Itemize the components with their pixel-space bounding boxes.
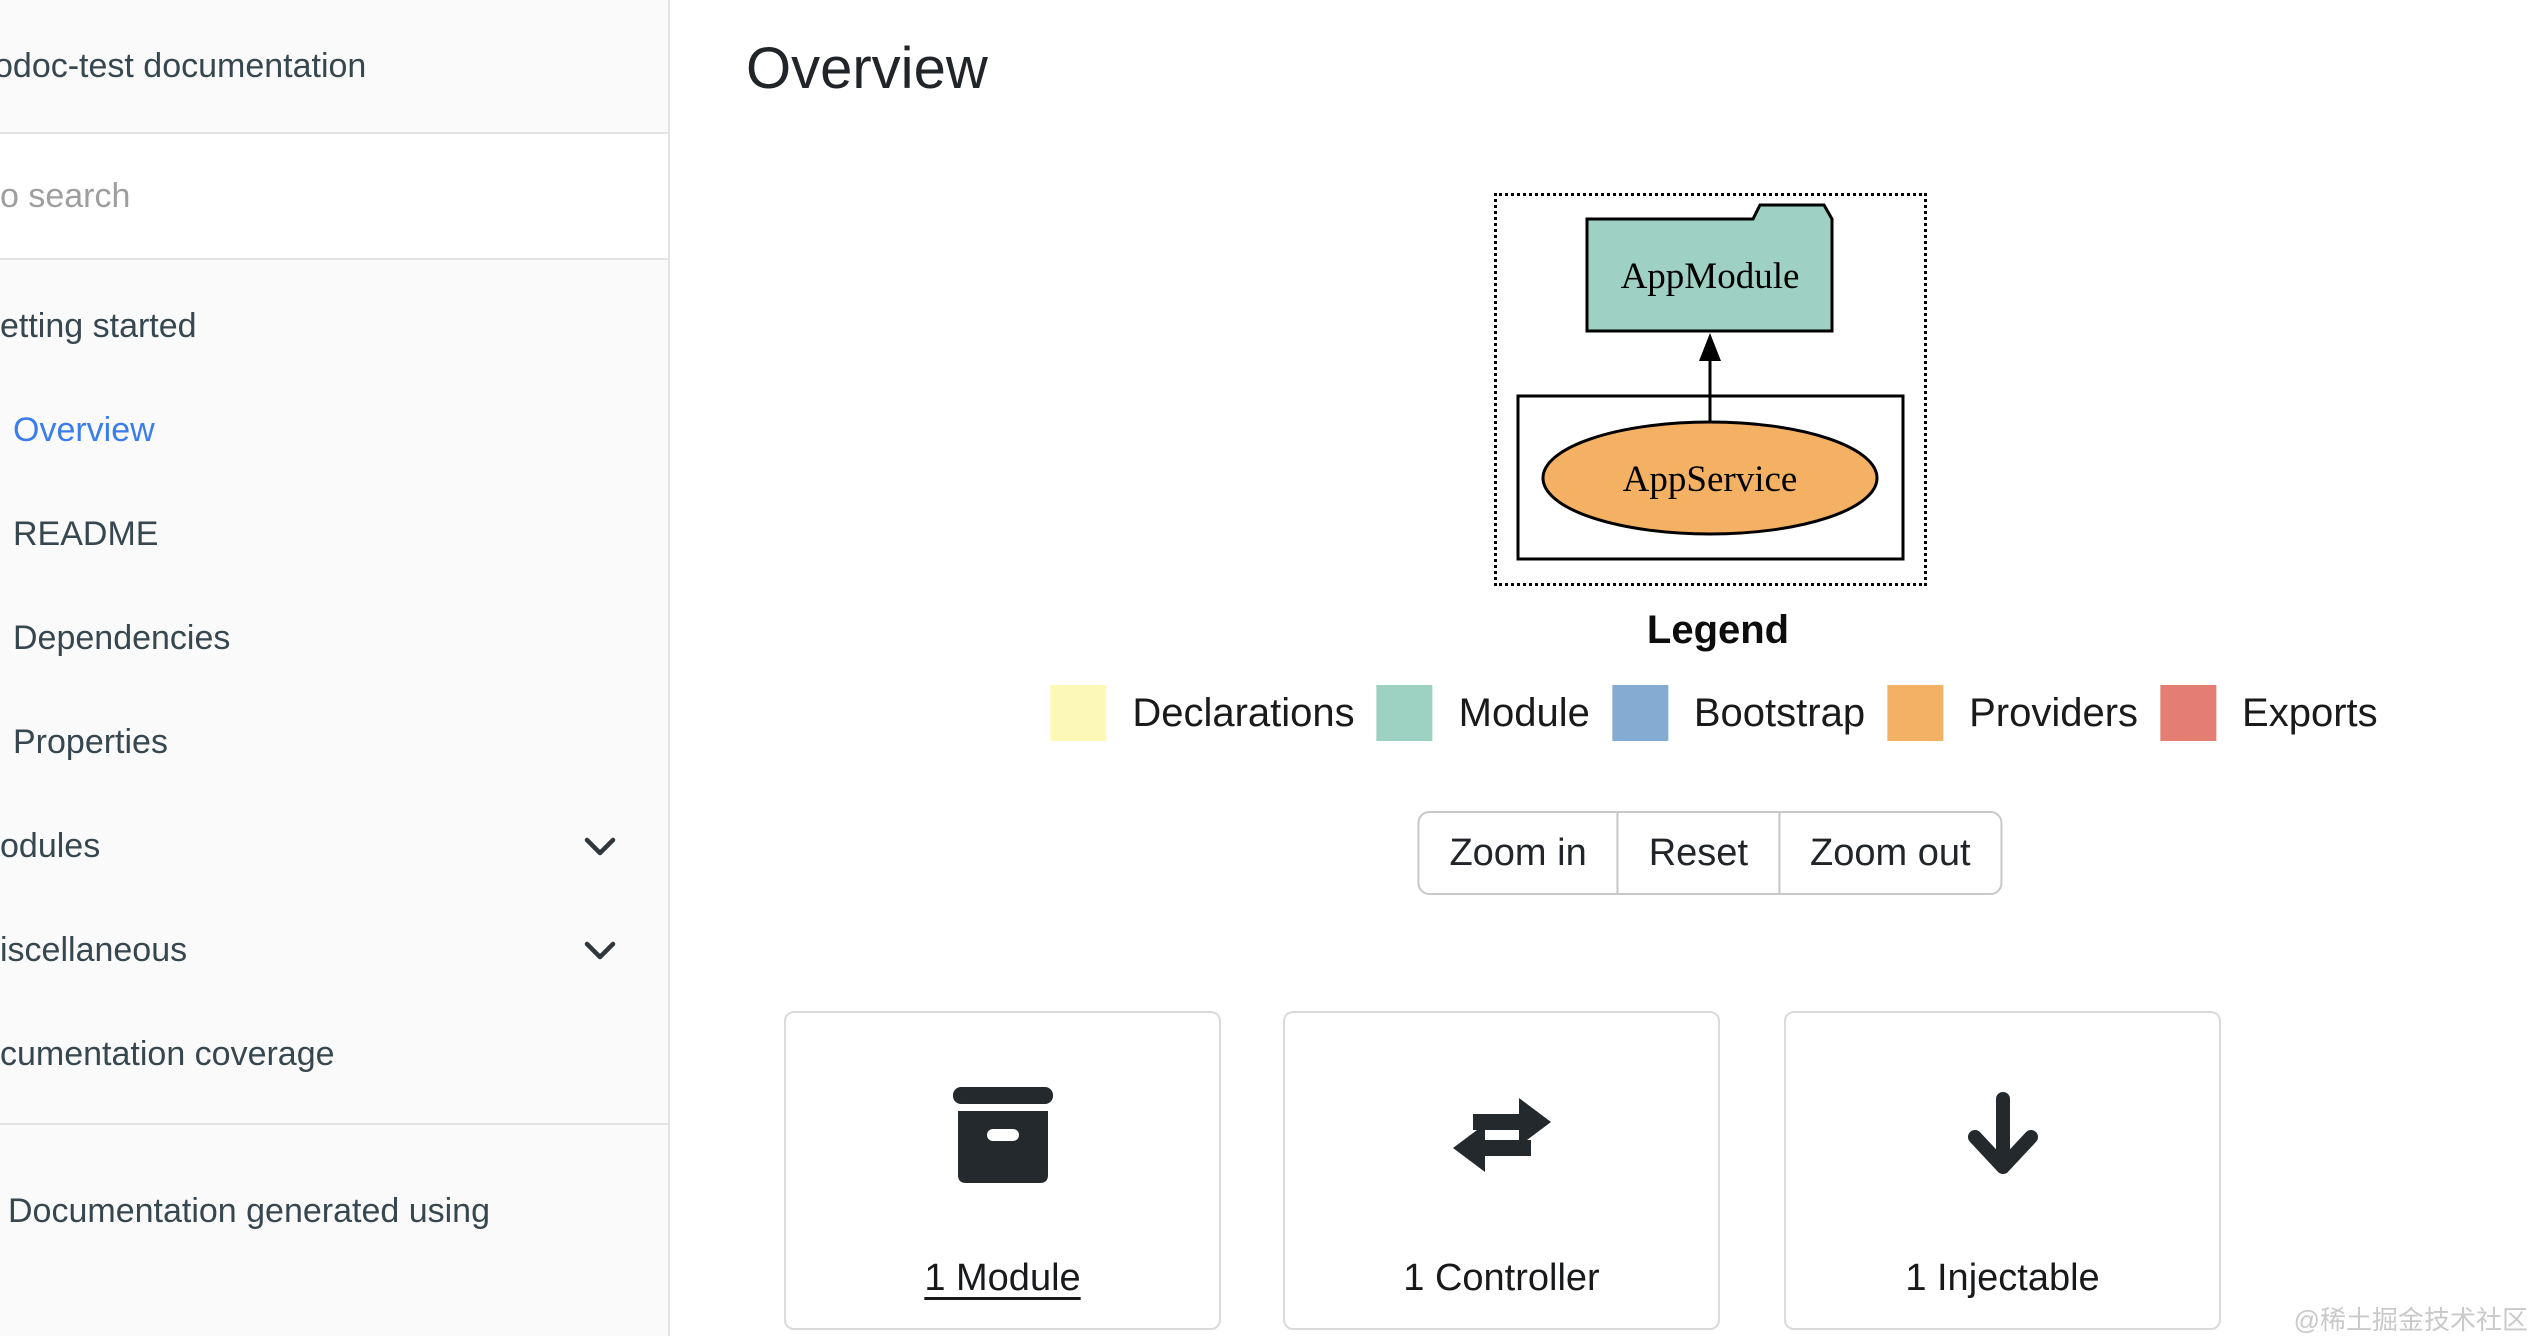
- legend-item-providers: Providers: [1887, 685, 2138, 741]
- chevron-down-icon[interactable]: [584, 941, 616, 961]
- injectables-card: 1 Injectable: [1784, 1011, 2221, 1330]
- legend-item-module: Module: [1376, 685, 1590, 741]
- appmodule-label: AppModule: [1621, 256, 1800, 297]
- search-box: o search: [0, 134, 668, 260]
- exports-color-swatch: [2160, 685, 2217, 741]
- graph-zoom-controls: Zoom in Reset Zoom out: [1417, 811, 2003, 895]
- sidebar-item-getting-started[interactable]: etting started: [0, 306, 197, 345]
- transfer-arrows-icon: [1452, 1098, 1551, 1172]
- sidebar: odoc-test documentation o search etting …: [0, 0, 670, 1336]
- zoom-in-button[interactable]: Zoom in: [1417, 811, 1619, 895]
- sidebar-item-properties[interactable]: Properties: [13, 722, 168, 761]
- modules-card: 1 Module: [784, 1011, 1221, 1330]
- legend-title: Legend: [1646, 608, 1790, 652]
- bootstrap-color-swatch: [1611, 685, 1668, 741]
- graph-node-appmodule[interactable]: AppModule: [1585, 203, 1834, 333]
- appservice-label: AppService: [1623, 459, 1798, 500]
- sidebar-item-readme[interactable]: README: [13, 514, 159, 553]
- controllers-count-link[interactable]: 1 Controller: [1403, 1257, 1600, 1299]
- juejin-watermark: @稀土掘金技术社区: [2293, 1305, 2528, 1335]
- module-color-swatch: [1376, 685, 1433, 741]
- zoom-out-button[interactable]: Zoom out: [1778, 811, 2003, 895]
- declarations-color-swatch: [1050, 685, 1107, 741]
- sidebar-item-overview[interactable]: Overview: [13, 410, 155, 449]
- injectables-count-link[interactable]: 1 Injectable: [1905, 1257, 2100, 1299]
- sidebar-item-miscellaneous[interactable]: iscellaneous: [0, 898, 668, 1002]
- graph-node-appservice[interactable]: AppService: [1541, 420, 1879, 536]
- doc-title-bar: odoc-test documentation: [0, 0, 668, 134]
- chevron-down-icon[interactable]: [584, 837, 616, 857]
- legend-item-declarations: Declarations: [1050, 685, 1355, 741]
- archive-icon: [952, 1087, 1053, 1183]
- reset-button[interactable]: Reset: [1616, 811, 1781, 895]
- controllers-card: 1 Controller: [1283, 1011, 1720, 1330]
- page-title: Overview: [746, 36, 988, 101]
- sidebar-item-dependencies[interactable]: Dependencies: [13, 618, 231, 657]
- sidebar-item-documentation-coverage[interactable]: cumentation coverage: [0, 1034, 335, 1073]
- legend: Declarations Module Bootstrap Providers …: [1050, 685, 2378, 741]
- sidebar-item-modules[interactable]: odules: [0, 794, 668, 898]
- modules-graph: AppModule AppService: [1494, 193, 1927, 586]
- providers-color-swatch: [1887, 685, 1944, 741]
- graph-edge-arrow: [1699, 333, 1721, 423]
- generated-using-text: Documentation generated using: [8, 1192, 490, 1230]
- sidebar-nav: etting started Overview README Dependenc…: [0, 274, 668, 1106]
- legend-item-exports: Exports: [2160, 685, 2378, 741]
- arrow-down-icon: [1967, 1092, 2038, 1174]
- search-input[interactable]: o search: [0, 176, 131, 215]
- legend-item-bootstrap: Bootstrap: [1611, 685, 1865, 741]
- modules-count-link[interactable]: 1 Module: [924, 1257, 1081, 1299]
- sidebar-footer: Documentation generated using: [0, 1123, 668, 1336]
- doc-title-link[interactable]: odoc-test documentation: [0, 46, 367, 85]
